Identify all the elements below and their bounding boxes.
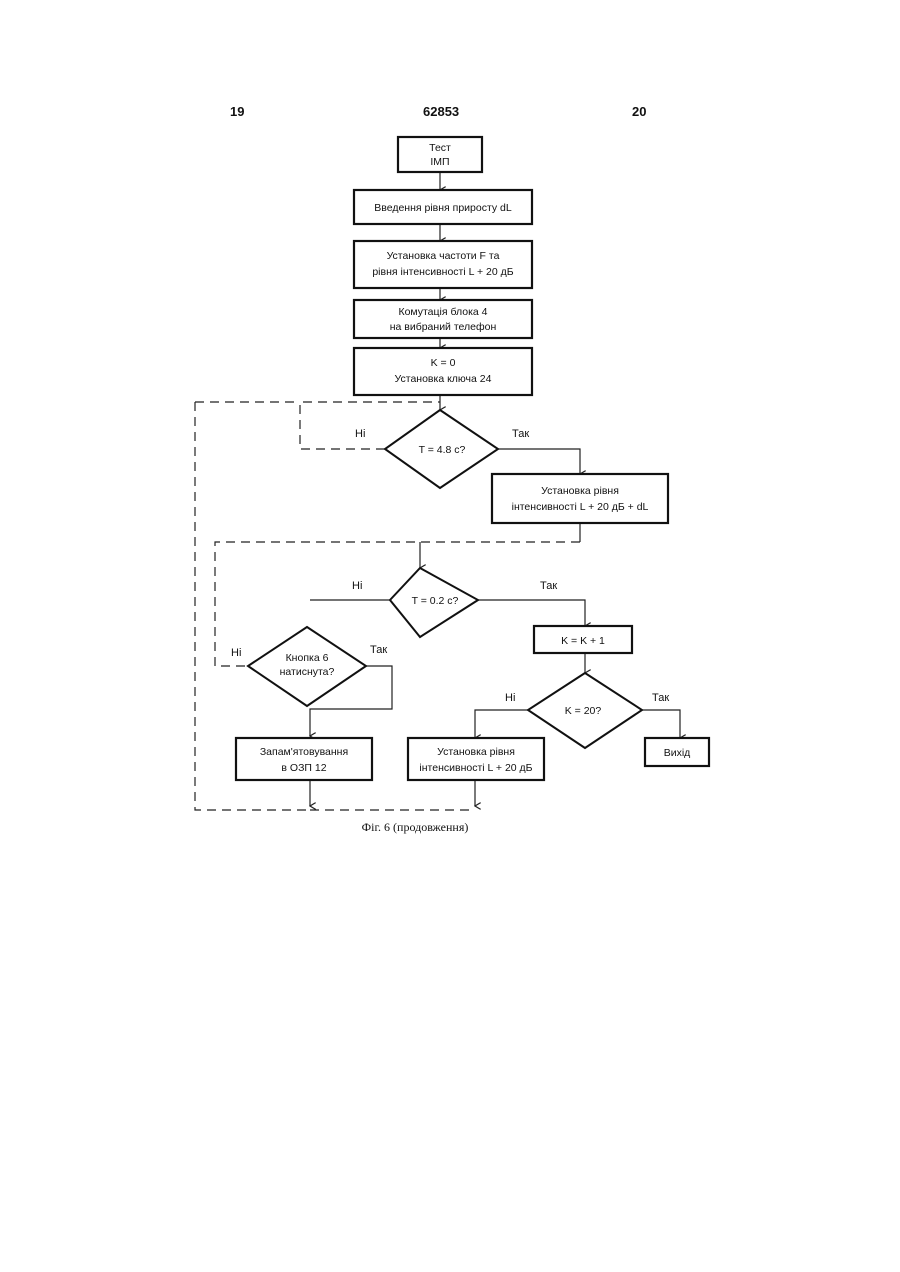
init-box (354, 348, 532, 395)
init-line-2: Установка ключа 24 (395, 373, 492, 385)
set-level-dl-line-1: Установка рівня (541, 485, 619, 497)
memorize-line-2: в ОЗП 12 (281, 762, 326, 774)
set-frequency-line-2: рівня інтенсивності L + 20 дБ (372, 266, 513, 278)
set-level-dl-box (492, 474, 668, 523)
set-level-dl-line-2: інтенсивності L + 20 дБ + dL (512, 501, 649, 513)
set-frequency-box (354, 241, 532, 288)
decision-button-line-1: Кнопка 6 (286, 652, 329, 664)
label-no-4: Ні (505, 692, 515, 704)
label-yes-1: Так (512, 428, 529, 440)
k-increment-text: K = K + 1 (561, 635, 605, 647)
set-level-line-1: Установка рівня (437, 746, 515, 758)
init-line-1: K = 0 (431, 357, 456, 369)
decision-k20-text: K = 20? (565, 705, 602, 717)
set-level-line-2: інтенсивності L + 20 дБ (419, 762, 532, 774)
label-yes-3: Так (370, 644, 387, 656)
set-frequency-line-1: Установка частоти F та (387, 250, 500, 262)
label-no-3: Ні (231, 647, 241, 659)
switch-block-line-2: на вибраний телефон (390, 321, 497, 333)
decision-button-line-2: натиснута? (280, 666, 335, 678)
start-line-2: ІМП (430, 156, 449, 168)
switch-block-line-1: Комутація блока 4 (398, 306, 487, 318)
label-yes-2: Так (540, 580, 557, 592)
enter-step-text: Введення рівня приросту dL (374, 202, 512, 214)
start-line-1: Тест (429, 142, 451, 154)
figure-caption-text: Фіг. 6 (продовження) (362, 820, 469, 834)
label-no-2: Ні (352, 580, 362, 592)
label-yes-4: Так (652, 692, 669, 704)
memorize-line-1: Запам'ятовування (260, 746, 348, 758)
decision-time-text: T = 4.8 c? (419, 444, 466, 456)
label-no-1: Ні (355, 428, 365, 440)
exit-text: Вихід (664, 747, 691, 759)
decision-t02-text: T = 0.2 c? (412, 595, 459, 607)
figure-caption: Фіг. 6 (продовження) (0, 820, 900, 835)
